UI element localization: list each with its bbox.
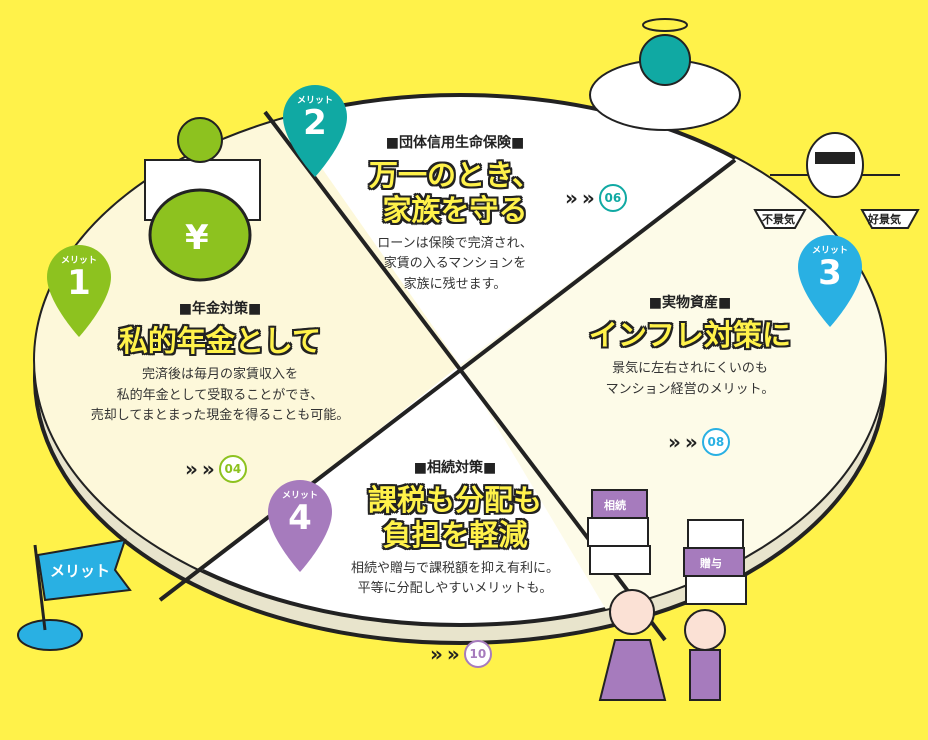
merit-1-page-link[interactable]: »»04 <box>185 455 247 483</box>
merit-4-block: ■相続対策■ 課税も分配も負担を軽減 相続や贈与で課税額を抑え有利に。平等に分配… <box>330 457 580 600</box>
merit-2-category: ■団体信用生命保険■ <box>385 135 525 151</box>
merit-3-page-link[interactable]: »»08 <box>668 428 730 456</box>
box-label-inheritance: 相続 <box>604 499 626 512</box>
merit-2-block: ■団体信用生命保険■ 万一のとき、家族を守る ローンは保険で完済され、家賃の入る… <box>340 132 570 296</box>
pin-4-shape <box>268 480 332 572</box>
merit-1-headline: 私的年金として <box>118 324 322 358</box>
merit-1-description: 完済後は毎月の家賃収入を私的年金として受取ることができ、売却してまとまった現金を… <box>90 366 350 424</box>
merit-2-description: ローンは保険で完済され、家賃の入るマンションを家族に残せます。 <box>377 235 533 293</box>
flag-illustration <box>17 538 132 651</box>
merit-3-headline: インフレ対策に <box>588 318 792 352</box>
scale-left-label: 不景気 <box>762 213 795 226</box>
flag-label: メリット <box>50 562 111 580</box>
merit-1-category: ■年金対策■ <box>178 301 262 317</box>
pin-2-shape <box>283 85 347 177</box>
pin-1-shape <box>47 245 111 337</box>
divider-line <box>158 158 737 602</box>
merit-3-block: ■実物資産■ インフレ対策に 景気に左右されにくいのもマンション経営のメリット。 <box>570 292 810 400</box>
merit-3-category: ■実物資産■ <box>648 295 732 311</box>
merit-3-description: 景気に左右されにくいのもマンション経営のメリット。 <box>605 360 775 397</box>
merit-2-page-link[interactable]: »»06 <box>565 184 627 212</box>
purse-illustration <box>144 117 261 282</box>
merit-2-headline: 万一のとき、家族を守る <box>369 158 541 227</box>
dog-scale-illustration <box>753 132 920 229</box>
merit-4-headline: 課税も分配も負担を軽減 <box>367 483 542 552</box>
kids-boxes-illustration <box>587 489 747 701</box>
cloud-angel-illustration <box>589 18 741 131</box>
merit-4-page-link[interactable]: »»10 <box>430 640 492 668</box>
merit-4-description: 相続や贈与で課税額を抑え有利に。平等に分配しやすいメリットも。 <box>350 560 559 597</box>
yen-symbol: ¥ <box>185 218 209 258</box>
merit-1-block: ■年金対策■ 私的年金として 完済後は毎月の家賃収入を私的年金として受取ることが… <box>60 298 380 427</box>
box-label-gift: 贈与 <box>700 557 722 570</box>
merit-4-category: ■相続対策■ <box>413 460 497 476</box>
scale-right-label: 好景気 <box>868 213 901 226</box>
pin-3-shape <box>798 235 862 327</box>
